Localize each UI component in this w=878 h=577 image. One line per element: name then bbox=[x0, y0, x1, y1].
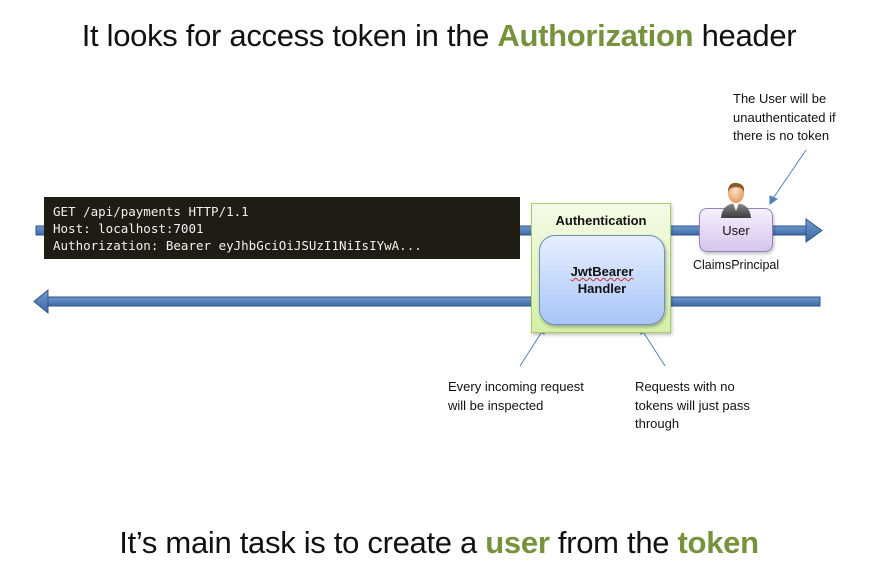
note-line: tokens will just pass bbox=[635, 397, 750, 413]
note-line: will be inspected bbox=[448, 397, 544, 413]
top-title-tail: header bbox=[693, 18, 797, 53]
note-line: Every incoming request bbox=[448, 379, 584, 394]
handler-name: JwtBearer bbox=[570, 264, 634, 279]
callout-arrowhead-user bbox=[769, 195, 779, 205]
note-line: unauthenticated if bbox=[733, 109, 836, 125]
note-line: there is no token bbox=[733, 128, 830, 143]
response-arrow bbox=[33, 288, 821, 315]
bottom-title: It’s main task is to create a user from … bbox=[0, 525, 878, 561]
claims-principal-caption: ClaimsPrincipal bbox=[693, 258, 780, 272]
user-label: User bbox=[722, 223, 750, 238]
jwt-bearer-handler: JwtBearer Handler bbox=[539, 235, 665, 325]
note-line: Requests with no bbox=[635, 379, 735, 394]
bottom-title-highlight-user: user bbox=[485, 525, 550, 560]
bottom-title-middle: from the bbox=[549, 525, 678, 560]
callout-line-pass bbox=[641, 329, 666, 367]
authentication-label: Authentication bbox=[555, 213, 647, 228]
note-line: The User will be bbox=[733, 91, 827, 106]
callout-line-inspect bbox=[519, 329, 544, 367]
note-line: through bbox=[635, 416, 680, 431]
note-user-unauthenticated: The User will be unauthenticated if ther… bbox=[733, 90, 836, 146]
request-line: GET /api/payments HTTP/1.1 bbox=[53, 204, 249, 219]
handler-suffix: Handler bbox=[577, 281, 627, 296]
bottom-title-highlight-token: token bbox=[677, 525, 759, 560]
callout-line-user bbox=[771, 149, 807, 201]
top-title: It looks for access token in the Authori… bbox=[0, 18, 878, 54]
note-every-request: Every incoming request will be inspected bbox=[448, 378, 584, 415]
authorization-header-line: Authorization: Bearer eyJhbGciOiJSUzI1Ni… bbox=[53, 238, 422, 253]
host-header-line: Host: localhost:7001 bbox=[53, 221, 204, 236]
top-title-text: It looks for access token in the bbox=[81, 18, 498, 53]
user-avatar-icon bbox=[721, 182, 751, 218]
authentication-middleware: Authentication JwtBearer Handler bbox=[531, 203, 671, 333]
top-title-highlight: Authorization bbox=[497, 18, 694, 53]
bottom-title-text: It’s main task is to create a bbox=[119, 525, 486, 560]
note-pass-through: Requests with no tokens will just pass t… bbox=[635, 378, 750, 434]
